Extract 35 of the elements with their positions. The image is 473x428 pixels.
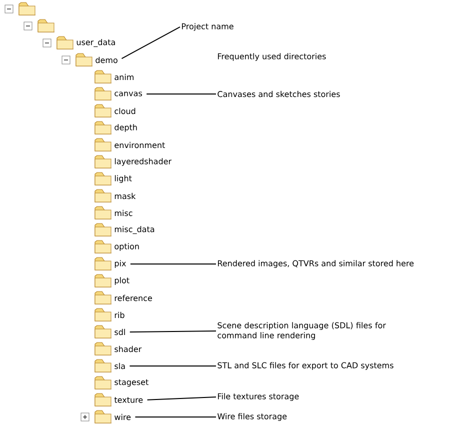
folder-name: sla: [114, 362, 125, 370]
folder-name: anim: [114, 74, 134, 80]
folder-name: light: [114, 175, 132, 183]
folder-name: rib: [114, 312, 124, 318]
folder-name: canvas: [114, 92, 142, 96]
leader-line: [121, 26, 180, 60]
leader-line: [134, 416, 216, 418]
annotation-text: File textures storage: [218, 393, 299, 401]
annotation-text: Project name: [182, 23, 234, 31]
folder-name: wire: [114, 414, 131, 420]
folder-name: user_data: [76, 39, 115, 47]
folder-name: mask: [114, 192, 136, 200]
folder-name: cloud: [114, 108, 136, 114]
annotation-text: STL and SLC files for export to CAD systems: [218, 362, 394, 370]
folder-name: pix: [114, 260, 126, 268]
folder-name: stageset: [114, 379, 148, 387]
folder-name: reference: [114, 294, 152, 302]
folder-name: environment: [114, 142, 165, 148]
leader-line: [129, 330, 216, 332]
annotation-text: Frequently used directories: [218, 53, 326, 61]
folder-name: plot: [114, 277, 130, 285]
folder-name: misc_data: [114, 226, 154, 234]
folder-name: option: [114, 243, 139, 251]
annotation-text: Canvases and sketches stories: [218, 90, 340, 98]
annotation-text: Scene description language (SDL) files for command line rendering: [218, 322, 386, 340]
folder-name: sdl: [114, 328, 125, 336]
folder-name: demo: [96, 56, 118, 64]
annotation-text: Rendered images, QTVRs and similar stored here: [218, 260, 414, 268]
folder-name: shader: [114, 346, 142, 352]
folder-name: layeredshader: [114, 158, 172, 166]
leader-line: [146, 396, 216, 400]
annotation-text: Wire files storage: [217, 413, 287, 421]
folder-name: misc: [114, 210, 132, 216]
folder-name: texture: [114, 397, 143, 403]
folder-name: depth: [114, 124, 137, 132]
